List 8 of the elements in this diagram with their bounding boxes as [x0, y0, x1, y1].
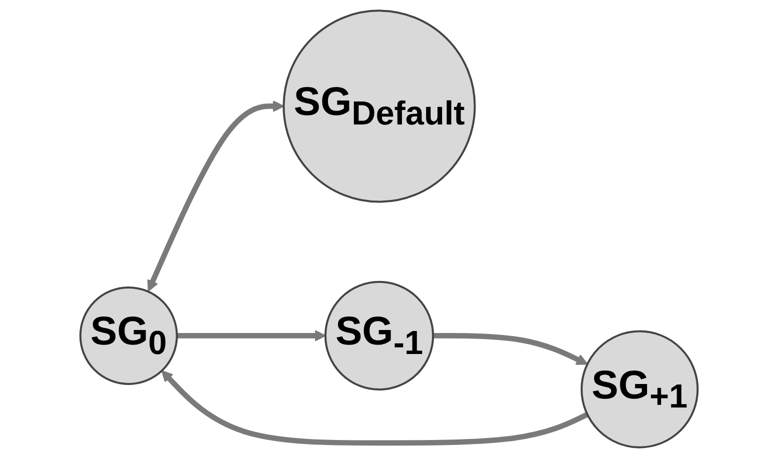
- arrow: [147, 100, 284, 292]
- arrow: [433, 333, 588, 365]
- node-circle: SG$_{-1}$: [324, 280, 434, 391]
- arrow: [161, 370, 589, 446]
- node-circle: SG$_{Default}$: [282, 10, 476, 203]
- node-circle: SG$_{+1}$: [580, 330, 699, 448]
- node-circle: SG$_{0}$: [79, 286, 178, 385]
- arrow: [176, 330, 326, 342]
